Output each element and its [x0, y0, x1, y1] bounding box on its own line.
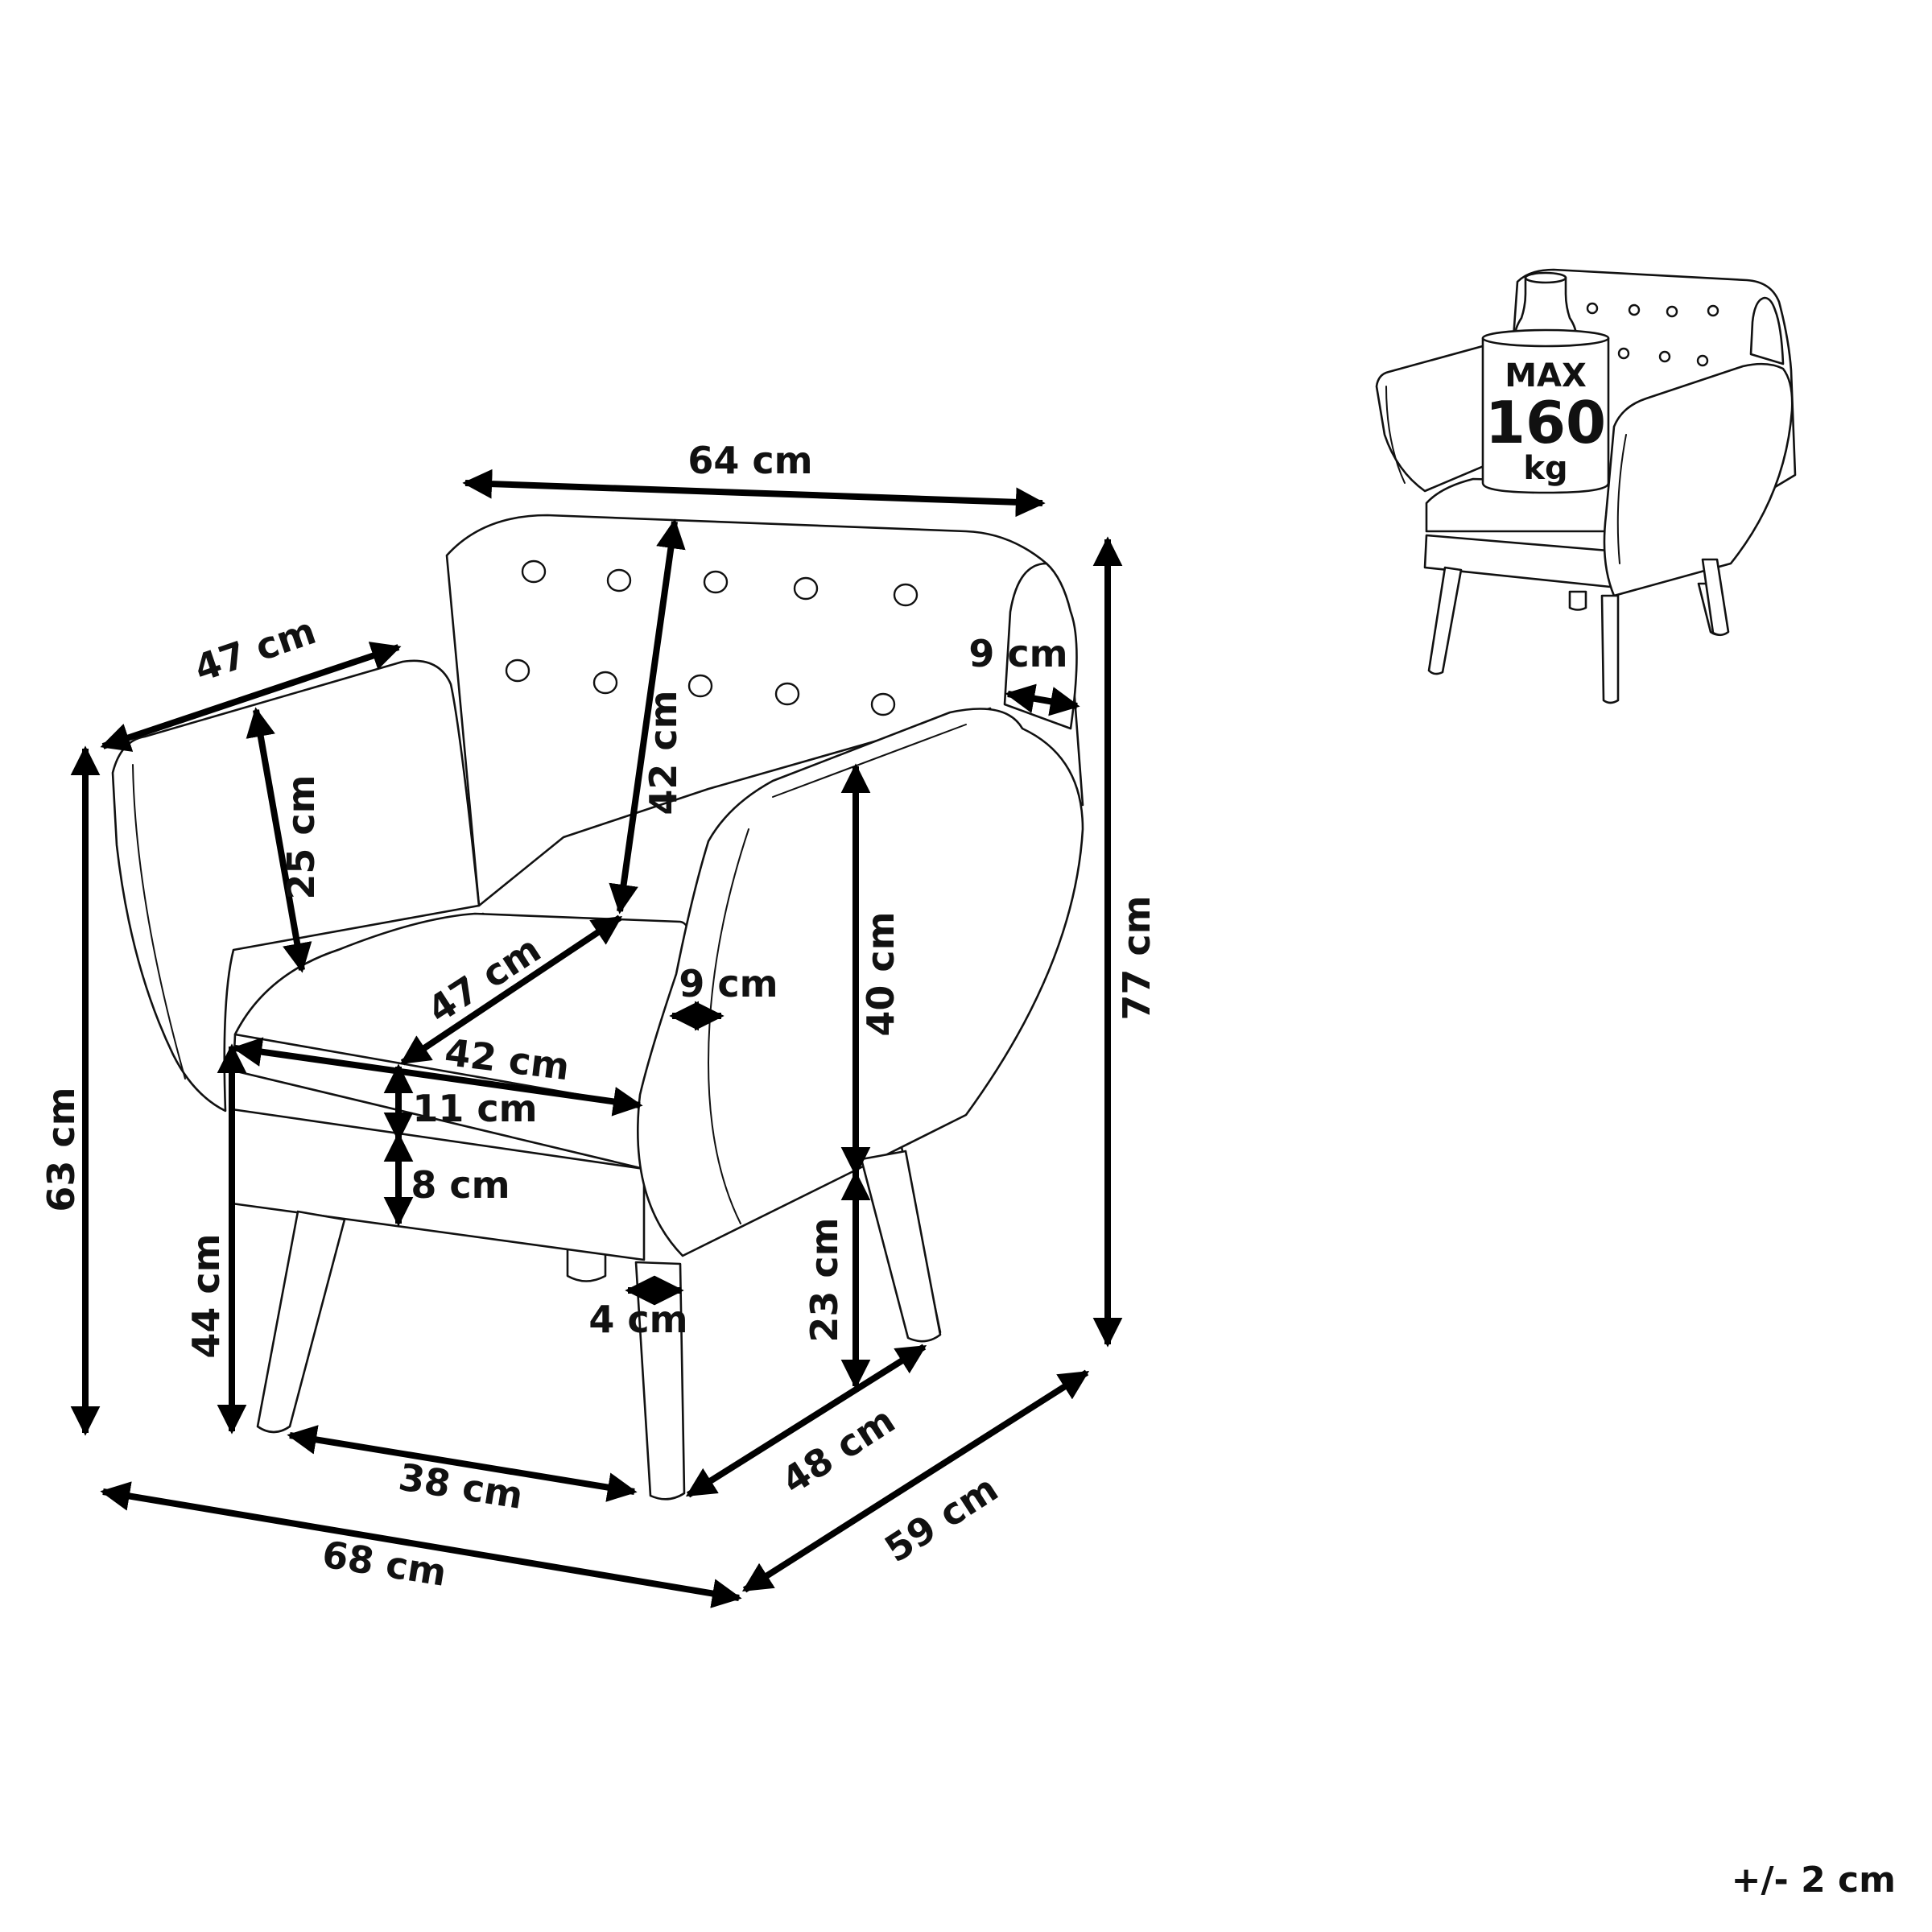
front-leg-left — [256, 1210, 346, 1434]
tufting-button — [606, 568, 632, 592]
tolerance-note: +/- 2 cm — [1732, 1860, 1896, 1901]
label-total-width: 68 cm — [320, 1532, 450, 1595]
label-cushion-thickness: 11 cm — [412, 1087, 537, 1130]
small-leg-center — [1568, 590, 1587, 611]
weight-label-number: 160 — [1485, 389, 1606, 456]
small-tufting-button — [1617, 347, 1630, 360]
tufting-button — [505, 658, 530, 683]
label-backrest-height: 42 cm — [642, 690, 685, 815]
tufting-button — [793, 576, 819, 601]
small-tufting-button — [1658, 350, 1671, 363]
label-armrest-height: 40 cm — [859, 911, 902, 1036]
label-front-leg-spacing: 38 cm — [396, 1455, 526, 1517]
dim-arrow-25cm — [246, 707, 312, 973]
small-front-leg-right — [1600, 594, 1620, 704]
small-tufting-button — [1666, 305, 1678, 318]
weight-drum-cap — [1524, 271, 1567, 284]
dim-arrow-59cm — [741, 1369, 1090, 1593]
back-leg-right-front — [860, 1150, 942, 1343]
small-tufting-button — [1628, 303, 1641, 316]
small-right-armrest — [1603, 362, 1794, 597]
label-seat-base-thickness: 8 cm — [411, 1163, 510, 1207]
dim-arrow-9cm-back — [1005, 683, 1080, 716]
small-back-leg-right — [1701, 558, 1730, 637]
right-armrest-seam — [707, 828, 749, 1224]
tufting-button — [893, 583, 919, 607]
small-front-leg-left — [1427, 566, 1463, 675]
small-right-armrest-seam — [1616, 434, 1627, 564]
label-arm-thickness: 9 cm — [679, 962, 778, 1005]
small-tufting-button — [1707, 304, 1719, 317]
tufting-button — [870, 692, 896, 716]
dim-arrow-42cm-seat — [232, 1037, 643, 1117]
label-back-width: 64 cm — [687, 439, 812, 482]
dim-arrow-64cm — [462, 469, 1046, 518]
weight-drum-top — [1481, 328, 1610, 348]
weight-drum-body — [1481, 336, 1610, 494]
label-back-side-depth: 9 cm — [968, 632, 1067, 675]
tufting-button — [687, 674, 713, 698]
label-side-leg-spacing: 48 cm — [774, 1398, 902, 1503]
label-total-depth: 59 cm — [877, 1467, 1005, 1571]
dim-arrow-42cm-back — [609, 518, 686, 914]
small-tufting-buttons — [1586, 302, 1719, 367]
dim-arrow-47cm-arm — [100, 642, 402, 752]
right-armrest-top-seam — [772, 724, 967, 798]
label-leg-diameter: 4 cm — [588, 1298, 687, 1341]
weight-label-unit: kg — [1523, 450, 1567, 487]
label-armrest-inner-height: 25 cm — [279, 774, 323, 899]
label-leg-height: 23 cm — [803, 1217, 846, 1342]
tufting-button — [521, 559, 547, 584]
label-total-height: 77 cm — [1115, 895, 1158, 1020]
tufting-button — [703, 570, 729, 594]
label-seat-height: 44 cm — [184, 1233, 228, 1358]
small-tufting-button — [1696, 354, 1709, 367]
weight-label-max: MAX — [1505, 357, 1587, 394]
weight-capacity-illustration: MAX 160 kg — [1375, 268, 1797, 704]
tufting-button — [592, 671, 618, 695]
small-left-armrest-seam — [1385, 386, 1406, 484]
small-backrest-side — [1749, 296, 1785, 365]
left-armrest-seam — [132, 764, 186, 1080]
dimension-lines — [70, 469, 1123, 1608]
dim-arrow-68cm — [100, 1481, 742, 1608]
weight-drum: MAX 160 kg — [1481, 271, 1610, 494]
label-arm-height: 63 cm — [39, 1087, 83, 1212]
small-tufting-button — [1586, 302, 1599, 315]
tufting-button — [774, 682, 800, 706]
